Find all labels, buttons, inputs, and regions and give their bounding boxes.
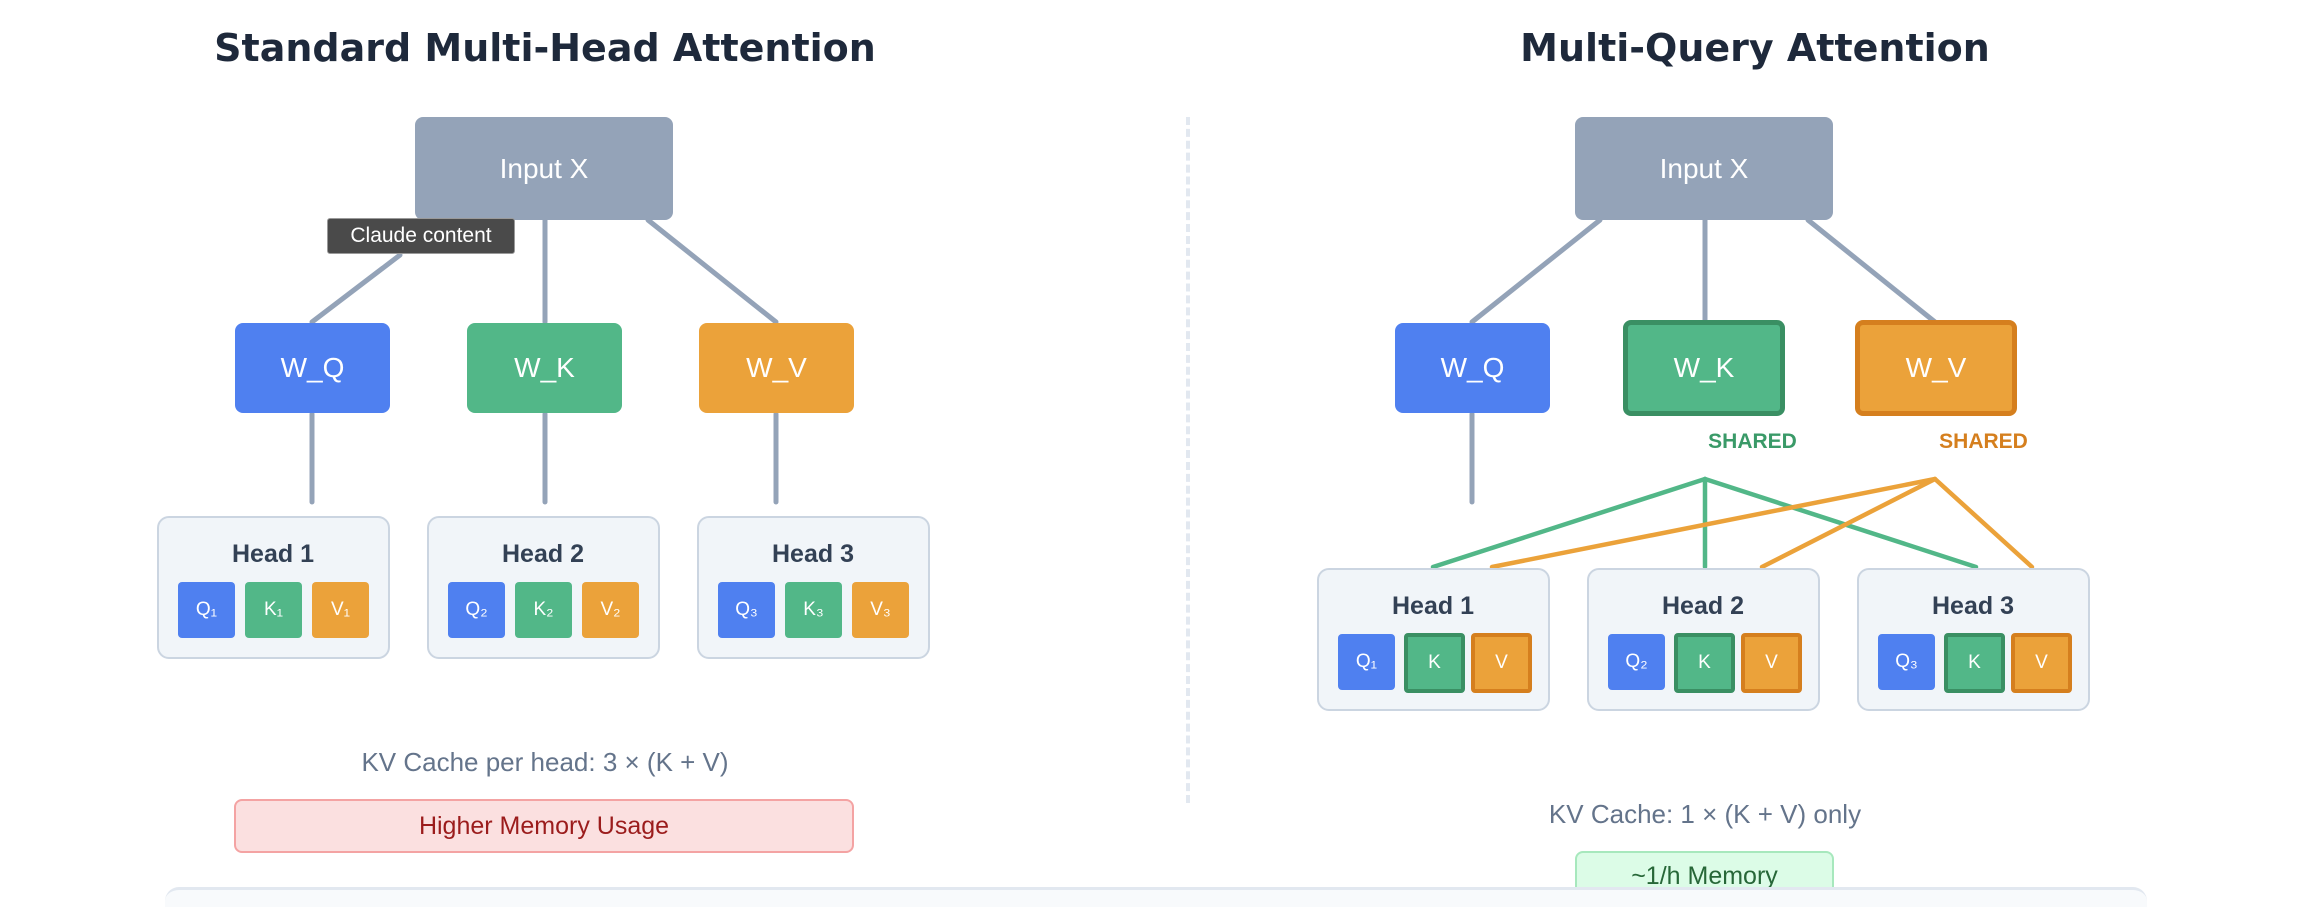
head-label: Head 1 [1392, 592, 1474, 620]
right-input-node: Input X [1575, 117, 1833, 220]
line-input-to-wq-left [309, 252, 403, 325]
left-wv-node: W_V [699, 323, 854, 413]
left-cache-text: KV Cache per head: 3 × (K + V) [361, 747, 729, 777]
right-head-1: Head 1 Q₁ K V [1317, 568, 1550, 711]
shared-value-chip: V [2011, 633, 2072, 693]
shared-v-line-head3 [1932, 476, 2035, 570]
right-title: Multi-Query Attention [1520, 26, 1990, 70]
query-chip: Q₁ [1338, 634, 1395, 690]
right-head-3: Head 3 Q₃ K V [1857, 568, 2090, 711]
line-input-to-wv-left [645, 217, 779, 325]
head-label: Head 3 [772, 540, 854, 568]
value-chip: V₁ [312, 582, 369, 638]
shared-v-label: SHARED [1939, 430, 2028, 453]
shared-key-chip: K [1944, 633, 2005, 693]
query-chip: Q₂ [1608, 634, 1665, 690]
shared-key-chip: K [1404, 633, 1465, 693]
head-label: Head 2 [1662, 592, 1744, 620]
right-wv-shared-node: W_V [1855, 320, 2017, 416]
left-head-2: Head 2 Q₂ K₂ V₂ [427, 516, 660, 659]
head-label: Head 2 [502, 540, 584, 568]
right-wq-node: W_Q [1395, 323, 1550, 413]
key-chip: K₁ [245, 582, 302, 638]
left-input-node: Input X [415, 117, 673, 220]
left-title: Standard Multi-Head Attention [214, 26, 876, 70]
shared-value-chip: V [1741, 633, 1802, 693]
key-chip: K₂ [515, 582, 572, 638]
panel-divider [1186, 117, 1190, 803]
line-input-to-wv-right [1805, 217, 1938, 325]
query-chip: Q₃ [718, 582, 775, 638]
right-cache-text: KV Cache: 1 × (K + V) only [1548, 799, 1862, 829]
query-chip: Q₂ [448, 582, 505, 638]
right-wk-shared-node: W_K [1623, 320, 1785, 416]
value-chip: V₂ [582, 582, 639, 638]
value-chip: V₃ [852, 582, 909, 638]
shared-k-label: SHARED [1708, 430, 1797, 453]
shared-k-line-head3 [1702, 476, 1979, 570]
line-input-to-wq-right [1469, 217, 1603, 325]
shared-value-chip: V [1471, 633, 1532, 693]
query-chip: Q₃ [1878, 634, 1935, 690]
left-wk-node: W_K [467, 323, 622, 413]
bottom-panel [165, 887, 2147, 907]
shared-k-line-head1 [1430, 476, 1708, 570]
left-head-1: Head 1 Q₁ K₁ V₁ [157, 516, 390, 659]
shared-v-line-head1 [1489, 476, 1938, 570]
tooltip: Claude content [327, 218, 515, 254]
head-label: Head 3 [1932, 592, 2014, 620]
shared-key-chip: K [1674, 633, 1735, 693]
key-chip: K₃ [785, 582, 842, 638]
shared-v-line-head2 [1759, 476, 1938, 570]
higher-memory-badge: Higher Memory Usage [234, 799, 854, 853]
left-head-3: Head 3 Q₃ K₃ V₃ [697, 516, 930, 659]
head-label: Head 1 [232, 540, 314, 568]
left-wq-node: W_Q [235, 323, 390, 413]
right-head-2: Head 2 Q₂ K V [1587, 568, 1820, 711]
query-chip: Q₁ [178, 582, 235, 638]
